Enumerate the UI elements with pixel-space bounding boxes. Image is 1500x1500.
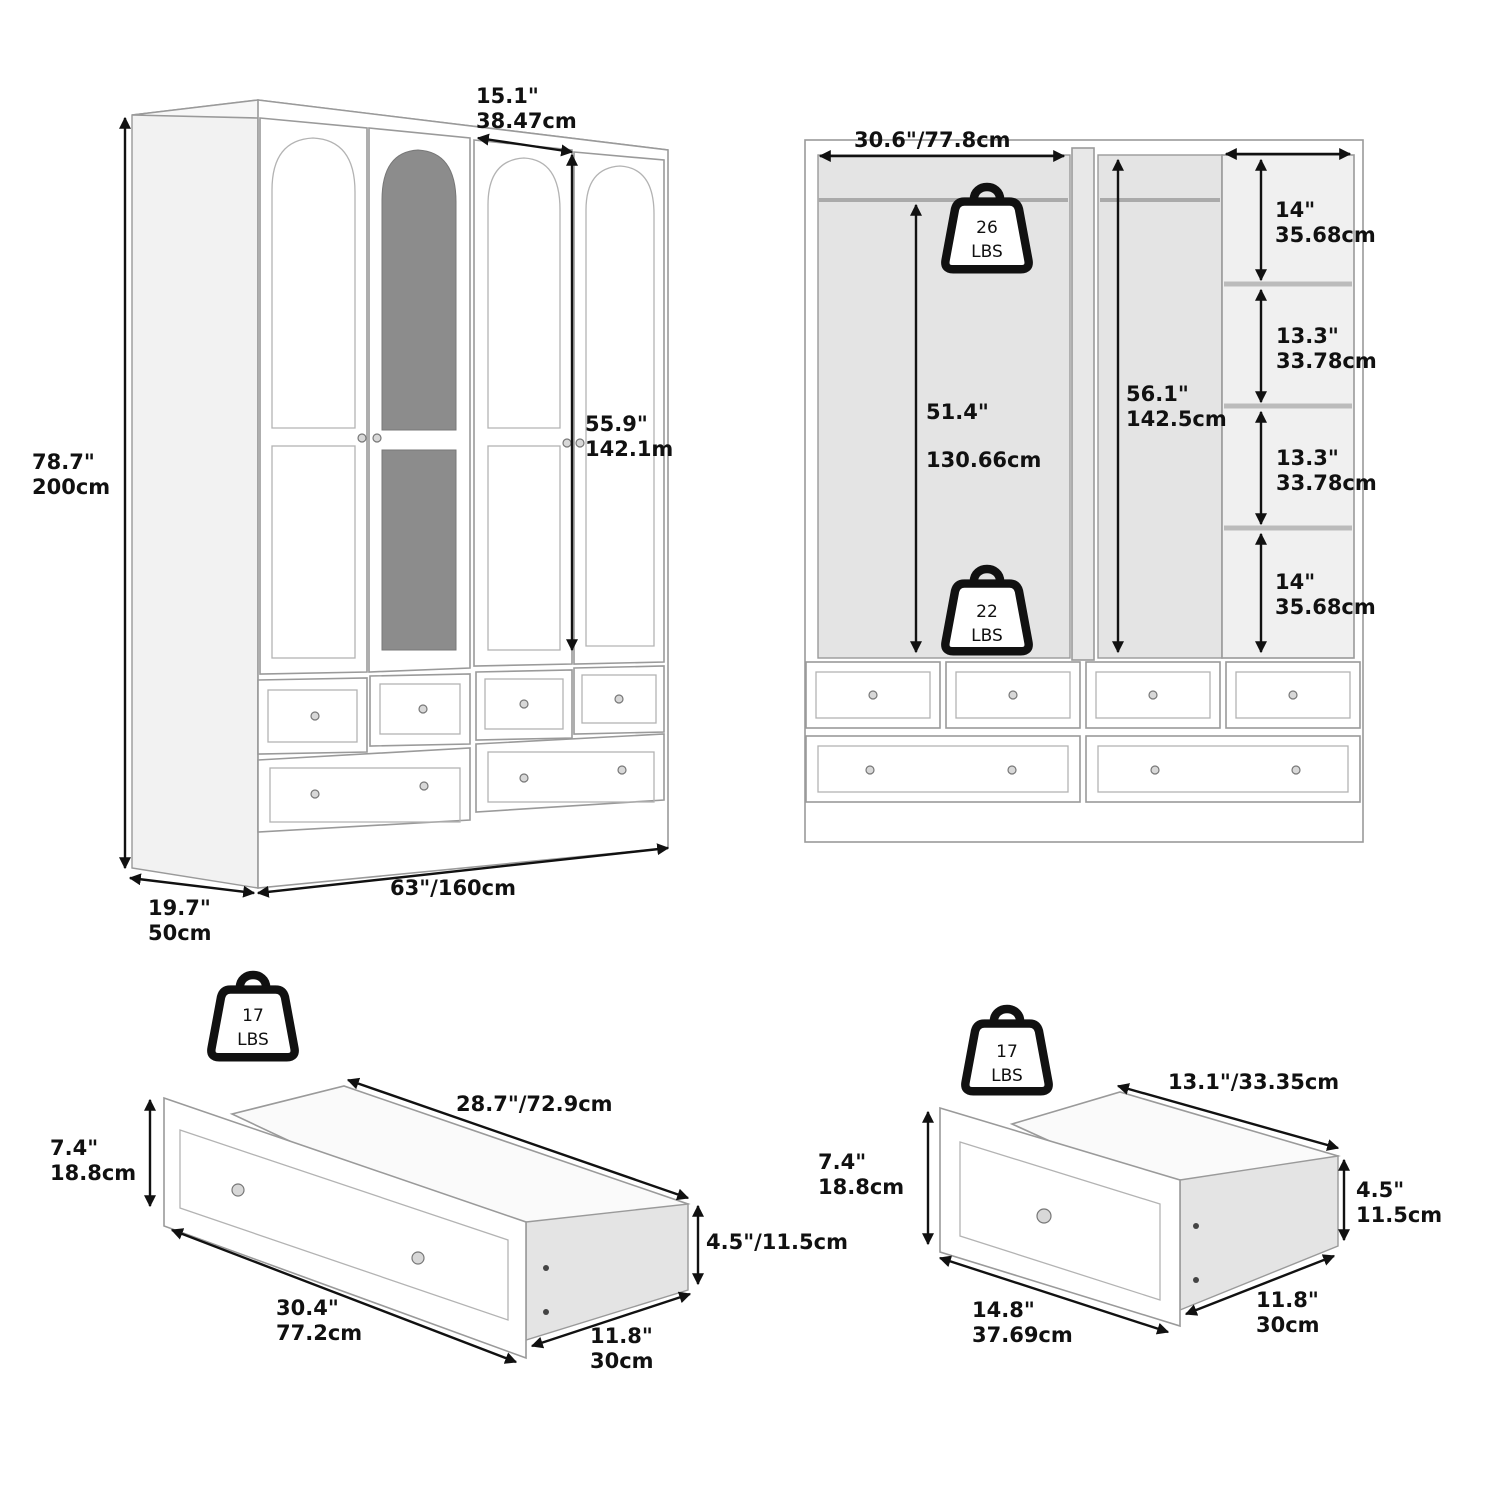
wardrobe-width-label: 63"/160cm [390, 876, 516, 900]
right-hang-height-label: 56.1"142.5cm [1126, 382, 1227, 431]
top-depth-dimension-line [476, 133, 574, 157]
large-front-height-label: 7.4"18.8cm [50, 1136, 137, 1185]
left-hang-height-label: 51.4"130.66cm [926, 400, 1042, 472]
large-drawer-view: 17 LBS [144, 975, 704, 1364]
large-drawer-weight-unit: LBS [237, 1030, 269, 1050]
small-inner-length-label: 13.1"/33.35cm [1168, 1070, 1340, 1094]
small-depth-line [1184, 1254, 1336, 1316]
interior-drawers [805, 661, 1361, 803]
large-side-height-label: 4.5"/11.5cm [706, 1230, 848, 1254]
bottom-weight-unit: LBS [971, 626, 1003, 646]
small-side-height-label: 4.5"11.5cm [1356, 1178, 1443, 1227]
width-dimension-line [256, 843, 670, 898]
shelf-1-label: 14"35.68cm [1275, 198, 1376, 247]
large-inner-length-line [346, 1077, 690, 1201]
small-drawer-view: 17 LBS [922, 1009, 1350, 1335]
large-front-width-label: 30.4"77.2cm [276, 1296, 363, 1345]
wardrobe-doors [259, 117, 665, 675]
large-depth-line [530, 1291, 692, 1349]
rod-weight-value: 26 [976, 218, 998, 238]
bottom-weight-icon: 22 LBS [945, 569, 1028, 651]
side-depth-dimension-line [128, 873, 256, 898]
hanging-width-label: 30.6"/77.8cm [854, 128, 1011, 152]
large-drawer-weight-value: 17 [242, 1006, 264, 1026]
small-front-width-line [938, 1255, 1170, 1335]
rod-weight-icon: 26 LBS [945, 187, 1028, 269]
shelf-3-label: 13.3"33.78cm [1276, 446, 1377, 495]
wardrobe-door-height-label: 55.9"142.1m [585, 412, 674, 461]
wardrobe-front-view [119, 99, 670, 898]
large-drawer-weight-icon: 17 LBS [211, 975, 294, 1057]
small-inner-length-line [1116, 1083, 1340, 1151]
wardrobe-front-drawers [257, 665, 665, 833]
shelf-2-label: 13.3"33.78cm [1276, 324, 1377, 373]
wardrobe-top-depth-label: 15.1"38.47cm [476, 84, 577, 133]
small-drawer-weight-value: 17 [996, 1042, 1018, 1062]
large-front-width-line [170, 1228, 518, 1364]
small-drawer-weight-unit: LBS [991, 1066, 1023, 1086]
small-front-width-label: 14.8"37.69cm [972, 1298, 1073, 1347]
mirror-lower [381, 449, 457, 651]
wardrobe-side-depth-label: 19.7"50cm [148, 896, 212, 945]
wardrobe-height-label: 78.7"200cm [32, 450, 111, 499]
small-front-height-label: 7.4"18.8cm [818, 1150, 905, 1199]
small-depth-label: 11.8"30cm [1256, 1288, 1320, 1337]
shelf-4-label: 14"35.68cm [1275, 570, 1376, 619]
large-inner-length-label: 28.7"/72.9cm [456, 1092, 613, 1116]
bottom-weight-value: 22 [976, 602, 998, 622]
rod-weight-unit: LBS [971, 242, 1003, 262]
small-drawer-weight-icon: 17 LBS [965, 1009, 1048, 1091]
large-depth-label: 11.8"30cm [590, 1324, 654, 1373]
wardrobe-side-panel [131, 99, 259, 889]
wardrobe-interior-view: 26 LBS 22 LBS [804, 139, 1364, 843]
mirror-upper [381, 149, 457, 431]
